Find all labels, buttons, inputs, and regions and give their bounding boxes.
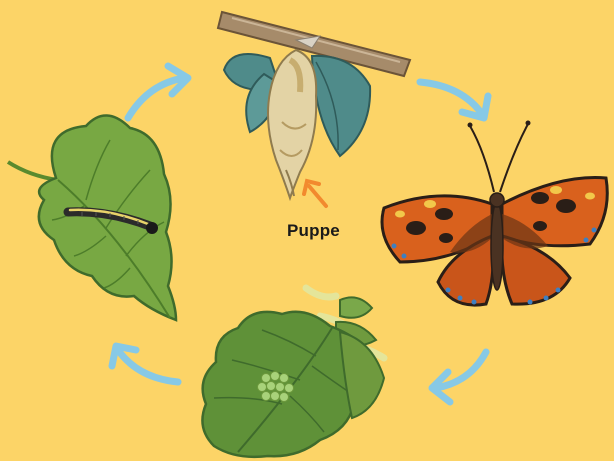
pupa-label: Puppe	[287, 221, 340, 241]
cycle-arrow-icon	[128, 66, 188, 118]
cycle-arrow-icon	[420, 82, 488, 118]
butterfly-icon	[382, 121, 607, 306]
egg-cluster-icon	[258, 372, 294, 402]
pupa-stage	[218, 12, 410, 206]
nettle-leaf-icon	[8, 115, 176, 320]
chrysalis-icon	[268, 50, 316, 198]
cycle-arrow-icon	[112, 346, 178, 382]
cycle-arrow-icon	[432, 352, 486, 402]
larva-stage	[8, 115, 176, 320]
pointer-arrow-icon	[304, 181, 326, 206]
egg-stage	[202, 288, 384, 457]
